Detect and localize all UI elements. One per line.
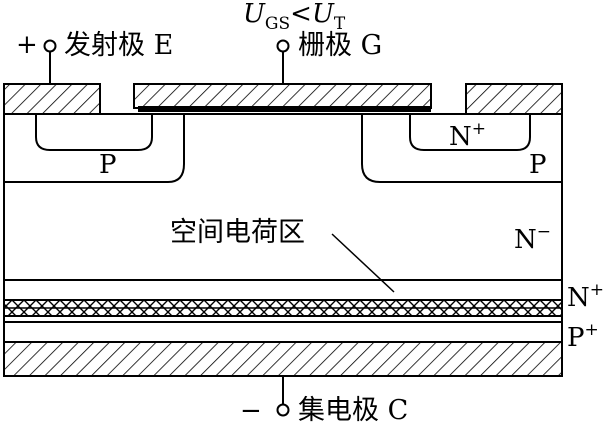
gate-terminal-node	[276, 39, 290, 53]
gate-electrode	[133, 83, 432, 109]
space-charge-pointer	[331, 233, 395, 293]
emitter-metal-right	[465, 83, 563, 115]
collector-terminal-node	[276, 403, 290, 417]
p-well-right	[361, 114, 563, 183]
collector-metal	[3, 341, 563, 377]
p-plus-substrate-label: P+	[567, 320, 599, 353]
n-plus-buffer-label: N+	[567, 280, 604, 313]
emitter-terminal-node	[43, 39, 57, 53]
gate-oxide	[138, 106, 431, 112]
collector-polarity: −	[240, 396, 262, 426]
n-minus-drift-label: N−	[514, 222, 551, 255]
emitter-label: 发射极 E	[64, 30, 173, 61]
gate-label: 栅极 G	[298, 30, 382, 61]
p-well-left	[3, 114, 185, 183]
p-region-left-label: P	[99, 150, 117, 180]
emitter-polarity: +	[16, 30, 38, 60]
collector-label: 集电极 C	[298, 395, 408, 426]
space-charge-region-label: 空间电荷区	[170, 217, 305, 248]
gate-condition-label: UGS<UT	[243, 0, 346, 34]
n-plus-well-left	[35, 114, 153, 151]
emitter-metal-left	[3, 83, 101, 115]
p-region-right-label: P	[529, 150, 547, 180]
n-plus-well-right	[409, 114, 531, 151]
n-plus-source-label: N+	[449, 119, 486, 152]
